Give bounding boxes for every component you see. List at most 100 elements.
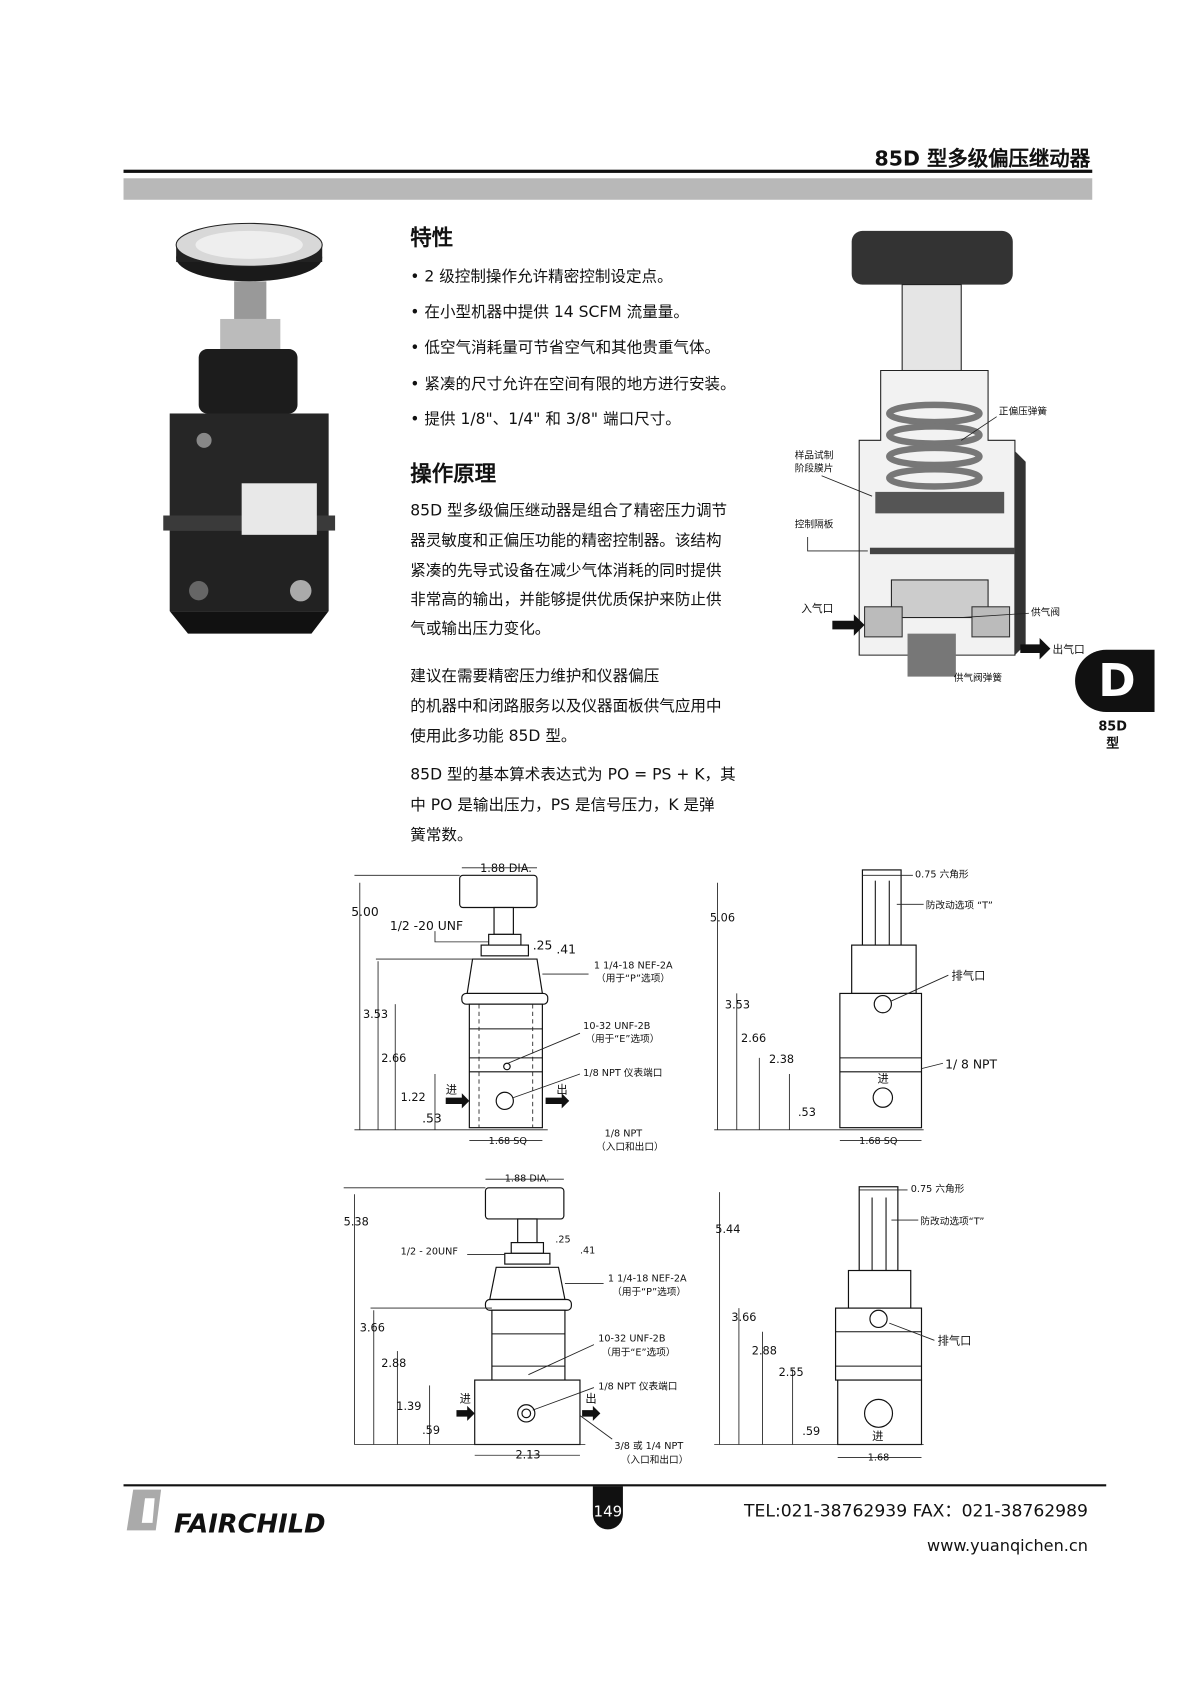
website-link[interactable]: www.yuanqichen.cn: [927, 1536, 1088, 1555]
dimension-drawing-bottom-left: [343, 1178, 613, 1456]
dimension-label: 0.75 六角形: [911, 1183, 965, 1195]
dimension-label: 1/ 8 NPT: [945, 1058, 997, 1072]
header-gray-bar: [123, 178, 1093, 200]
dimension-label: .53: [422, 1111, 442, 1125]
cutaway-label: 正偏压弹簧: [999, 406, 1048, 418]
dimension-label: 1.88 DIA.: [505, 1173, 549, 1184]
paragraph-line: 使用此多功能 85D 型。: [410, 727, 576, 745]
dimension-label: 1/8 NPT 仪表端口: [598, 1381, 677, 1393]
dimension-label: 1 1/4-18 NEF-2A: [608, 1273, 687, 1284]
dimension-label: （用于“E”选项）: [601, 1346, 675, 1358]
dimension-label: 2.66: [381, 1052, 406, 1065]
paragraph-line: 非常高的输出，并能够提供优质保护来防止供: [410, 591, 721, 609]
features-list: • 2 级控制操作允许精密控制设定点。 • 在小型机器中提供 14 SCFM 流量…: [410, 267, 735, 428]
dimension-label: 5.00: [351, 905, 379, 919]
dimension-label: 1.68: [868, 1453, 890, 1464]
dimension-label: 进: [872, 1430, 883, 1443]
dimension-label: 2.88: [381, 1357, 406, 1370]
dimension-label: 1/8 NPT: [605, 1128, 643, 1139]
paragraph-line: 气或输出压力变化。: [410, 620, 550, 638]
dimension-label: 5.38: [344, 1215, 369, 1228]
feature-bullet: • 紧凑的尺寸允许在空间有限的地方进行安装。: [410, 375, 735, 393]
dimension-label: 10-32 UNF-2B: [598, 1333, 665, 1344]
dimension-label: .41: [556, 943, 576, 957]
feature-bullet: • 在小型机器中提供 14 SCFM 流量量。: [410, 303, 689, 321]
fairchild-logo: FAIRCHILD: [126, 1489, 326, 1540]
feature-bullet: • 低空气消耗量可节省空气和其他贵重气体。: [410, 338, 720, 356]
dimension-label: .25: [533, 938, 553, 952]
dimension-label: .25: [555, 1235, 570, 1246]
dimension-label: 进: [877, 1073, 888, 1086]
dimension-label: 1 1/4-18 NEF-2A: [594, 961, 673, 972]
section-tab-model: 85D: [1098, 719, 1127, 734]
dimension-label: .41: [580, 1245, 595, 1256]
cutaway-label: 出气口: [1053, 643, 1085, 656]
dimension-label: 2.13: [516, 1448, 541, 1461]
dimension-label: 1.39: [396, 1400, 421, 1413]
brand-name: FAIRCHILD: [174, 1510, 326, 1540]
dimension-label: 1.68 SQ: [489, 1136, 528, 1147]
dimension-label: 2.88: [752, 1344, 777, 1357]
dimension-label: 2.66: [741, 1032, 766, 1045]
paragraph-line: 紧凑的先导式设备在减少气体消耗的同时提供: [410, 562, 721, 580]
dimension-label: 排气口: [938, 1334, 972, 1348]
dimension-labels: 1.88 DIA.5.001/2 -20 UNF.25.411 1/4-18 N…: [344, 862, 998, 1466]
dimension-label: 0.75 六角形: [915, 868, 969, 880]
cutaway-label: 控制隔板: [795, 518, 834, 530]
dimension-label: 1.88 DIA.: [480, 862, 532, 875]
cutaway-label: 样品试制: [795, 450, 834, 462]
product-photo: [163, 222, 336, 634]
dimension-label: 进: [460, 1393, 471, 1406]
paragraph-line: 建议在需要精密压力维护和仪器偏压: [410, 667, 659, 685]
dimension-label: 2.38: [769, 1053, 794, 1066]
contact-info: TEL:021-38762939 FAX：021-38762989: [743, 1501, 1088, 1521]
paragraph-line: 中 PO 是输出压力，PS 是信号压力，K 是弹: [410, 796, 714, 814]
dimension-label: 10-32 UNF-2B: [583, 1021, 650, 1032]
paragraph-line: 器灵敏度和正偏压功能的精密控制器。该结构: [410, 532, 721, 550]
header-rule: [123, 169, 1093, 173]
page-title: 85D 型多级偏压继动器: [875, 146, 1091, 170]
dimension-drawing-top-left: [354, 867, 589, 1141]
operation-text: 85D 型多级偏压继动器是组合了精密压力调节器灵敏度和正偏压功能的精密控制器。该…: [410, 502, 735, 844]
dimension-label: 3.53: [725, 998, 750, 1011]
footer-rule: [123, 1484, 1107, 1487]
dimension-label: （用于“P”选项）: [612, 1286, 686, 1298]
dimension-label: 1.68 SQ: [859, 1136, 898, 1147]
dimension-label: 1/2 - 20UNF: [401, 1246, 458, 1257]
dimension-label: 出: [585, 1392, 596, 1406]
cutaway-label: 入气口: [801, 602, 833, 615]
dimension-label: （用于“P”选项）: [596, 973, 670, 985]
dimension-label: （用于“E”选项）: [585, 1033, 659, 1045]
dimension-label: 防改动选项“T”: [920, 1215, 984, 1227]
dimension-label: 1/2 -20 UNF: [390, 919, 463, 933]
cutaway-label: 阶段膜片: [795, 462, 834, 474]
dimension-label: 防改动选项 “T”: [926, 900, 993, 912]
section-tab-type: 型: [1106, 735, 1119, 751]
dimension-label: （入口和出口）: [596, 1141, 664, 1153]
cutaway-label: 供气阀弹簧: [954, 672, 1003, 684]
dimension-label: 3.53: [363, 1008, 388, 1021]
dimension-label: 2.55: [779, 1366, 804, 1379]
dimension-label: .53: [798, 1106, 816, 1119]
features-heading: 特性: [410, 225, 453, 251]
feature-bullet: • 提供 1/8"、1/4" 和 3/8" 端口尺寸。: [410, 410, 681, 428]
dimension-label: 3.66: [731, 1311, 756, 1324]
dimension-label: （入口和出口）: [621, 1454, 689, 1466]
dimension-label: 3.66: [360, 1322, 385, 1335]
dimension-label: .59: [802, 1425, 820, 1438]
section-tab-letter: D: [1098, 654, 1135, 707]
dimension-label: 3/8 或 1/4 NPT: [614, 1440, 683, 1452]
dimension-label: 1.22: [401, 1091, 426, 1104]
paragraph-line: 85D 型的基本算术表达式为 PO = PS + K，其: [410, 765, 735, 784]
section-tab[interactable]: [1075, 649, 1155, 713]
cutaway-illustration: [832, 230, 1051, 677]
dimension-label: 1/8 NPT 仪表端口: [583, 1067, 662, 1079]
page-number-badge: [592, 1486, 623, 1530]
dimension-label: 排气口: [952, 968, 986, 982]
operation-heading: 操作原理: [410, 462, 496, 487]
paragraph-line: 85D 型多级偏压继动器是组合了精密压力调节: [410, 502, 727, 520]
dimension-label: 进: [446, 1083, 457, 1096]
feature-bullet: • 2 级控制操作允许精密控制设定点。: [410, 267, 672, 285]
dimension-label: .59: [422, 1424, 440, 1437]
